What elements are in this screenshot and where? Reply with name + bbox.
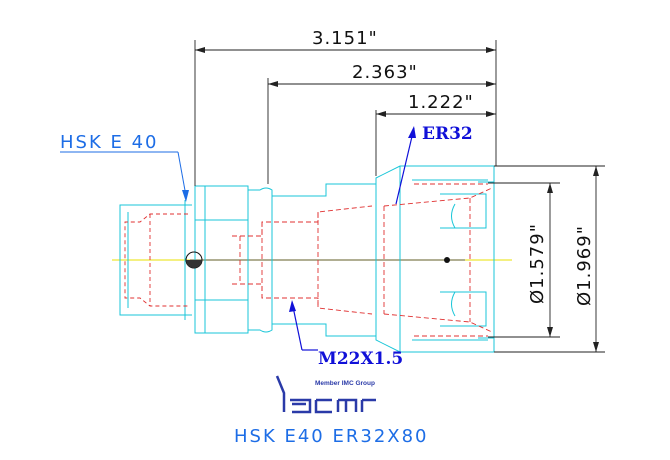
drive-pin-fill [186,260,202,268]
collet-type-label: ER32 [422,124,473,144]
logo-tagline: Member IMC Group [315,380,375,387]
collet-center-mark [444,257,450,263]
iscar-logo: Member IMC Group [275,375,376,414]
nut-length-label: 1.222" [408,92,474,113]
flange-outline [194,185,249,334]
part-number-label: HSK E40 ER32X80 [234,426,429,447]
dimension-arrows [195,47,496,117]
overall-length-label: 3.151" [312,28,378,49]
body-length-label: 2.363" [352,62,418,83]
hsk-callout-arrow [182,190,189,202]
collet-nut-outline [375,165,495,353]
thread-callout [291,301,318,351]
iscar-wordmark-icon [275,375,376,414]
thread-size-label: M22X1.5 [318,349,403,369]
hsk-shank-hidden [124,213,188,307]
inner-diameter-label: Ø1.579" [527,223,548,304]
er32-callout-arrow [408,126,416,138]
collet-hidden-lines [383,183,493,337]
vertical-dimensions [488,165,605,353]
er32-callout [395,127,415,205]
hsk-callout [60,151,187,197]
outer-diameter-label: Ø1.969" [574,225,595,306]
horizontal-dimensions [194,40,497,186]
thread-callout-arrow [289,300,296,312]
vertical-dimension-arrows [547,166,599,352]
hsk-taper-label: HSK E 40 [60,132,159,153]
hsk-shank-outline [119,200,192,320]
body-hidden-lines [232,205,373,315]
